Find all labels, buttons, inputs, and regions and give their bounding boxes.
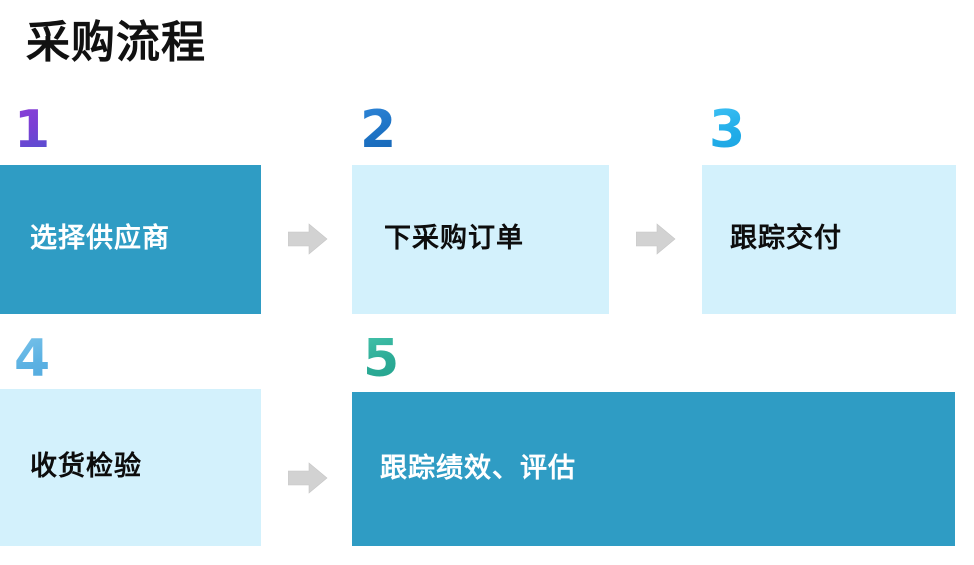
arrow-right-icon-2 <box>636 222 676 256</box>
step-number-4: 4 <box>14 329 51 389</box>
step-number-2: 2 <box>360 100 397 160</box>
step-number-1: 1 <box>14 100 51 160</box>
step-label-3: 跟踪交付 <box>730 223 842 255</box>
step-box-2[interactable]: 下采购订单 <box>352 165 609 314</box>
step-box-5[interactable]: 跟踪绩效、评估 <box>352 392 955 546</box>
step-box-1[interactable]: 选择供应商 <box>0 165 261 314</box>
arrow-right-icon-1 <box>288 222 328 256</box>
step-box-3[interactable]: 跟踪交付 <box>702 165 956 314</box>
step-box-4[interactable]: 收货检验 <box>0 389 261 546</box>
step-label-4: 收货检验 <box>30 451 142 483</box>
step-number-3: 3 <box>709 100 746 160</box>
page-title: 采购流程 <box>26 17 206 68</box>
step-number-5: 5 <box>363 329 400 389</box>
step-label-1: 选择供应商 <box>30 223 170 255</box>
step-label-2: 下采购订单 <box>384 223 524 255</box>
step-label-5: 跟踪绩效、评估 <box>380 452 576 484</box>
arrow-right-icon-3 <box>288 461 328 495</box>
